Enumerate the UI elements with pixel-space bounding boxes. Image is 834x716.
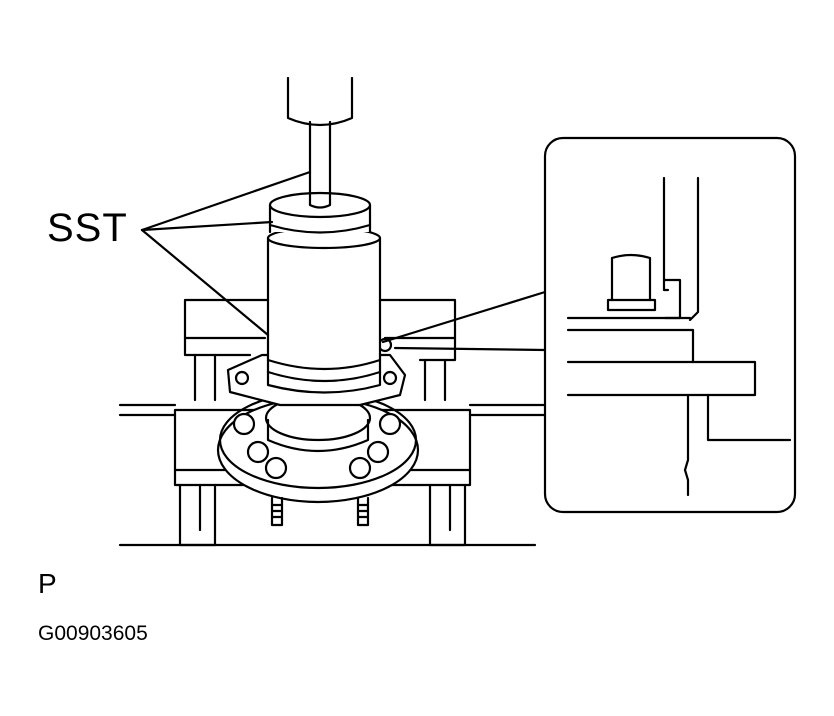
detail-connector [381, 290, 547, 352]
sst-callout-label: SST [47, 206, 128, 250]
detail-inset [543, 136, 797, 514]
sst-tool [266, 191, 382, 394]
view-label: P [38, 568, 57, 599]
axle-hub [216, 390, 420, 504]
press-ram [286, 76, 354, 209]
leader-lines [140, 170, 312, 337]
hub-bolts [270, 496, 370, 527]
figure-code: G00903605 [38, 622, 148, 645]
